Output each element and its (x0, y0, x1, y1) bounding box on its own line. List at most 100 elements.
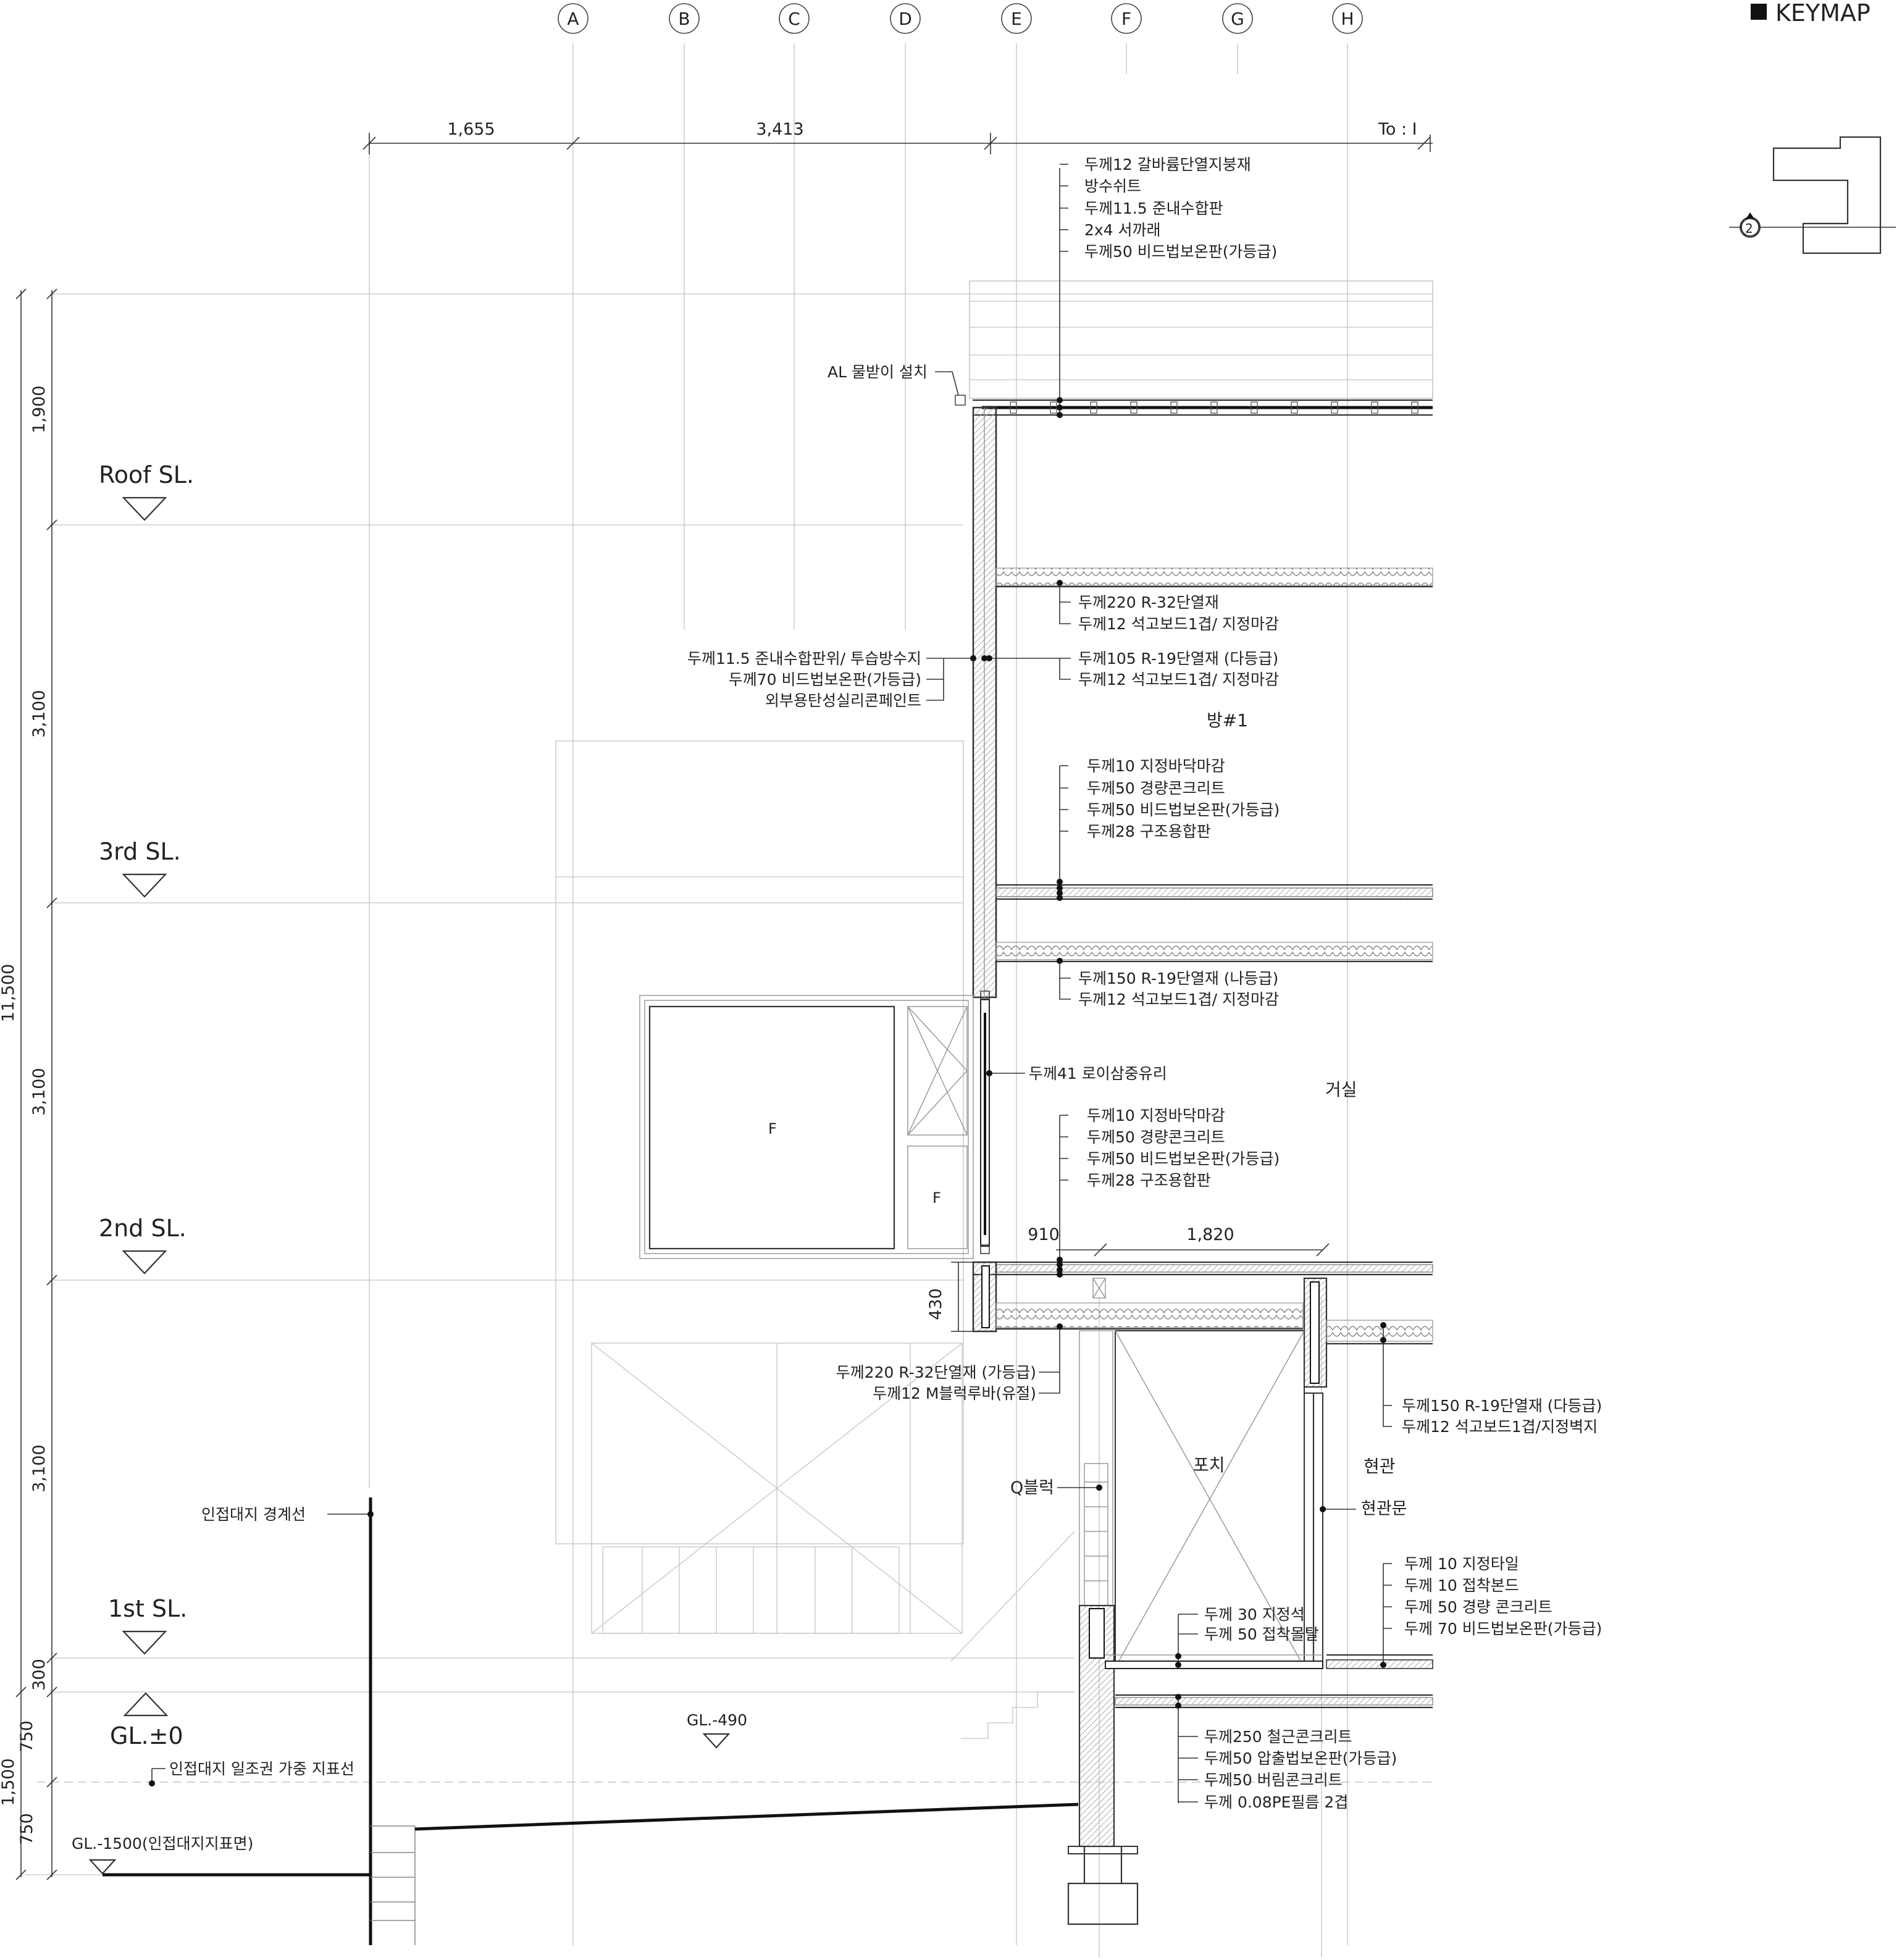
roof-ceiling-note-2: 두께12 석고보드1겹/ 지정마감 (1078, 615, 1279, 633)
roof-ceiling-note-1: 두께220 R-32단열재 (1078, 593, 1219, 611)
room-labels: 방#1 거실 포치 현관 현관문 Q블럭 (1010, 710, 1407, 1518)
third-floor-assembly (995, 884, 1433, 963)
grid-bubble-b: B (669, 3, 700, 34)
grid-bubble-a: A (558, 3, 589, 34)
grid-bubble-h: H (1332, 3, 1363, 34)
grid-bubble-f: F (1111, 3, 1142, 34)
floor2-note-2: 두께50 경량콘크리트 (1087, 1128, 1225, 1146)
wall-ext-note-3: 외부용탄성실리콘페인트 (765, 692, 921, 710)
grid-label-e: E (1011, 9, 1022, 29)
wall-ext-note-2: 두께70 비드법보온판(가등급) (729, 671, 921, 689)
left-dimensions: 1,900 3,100 3,100 3,100 300 750 750 1,50… (0, 288, 57, 1880)
grid-label-h: H (1341, 9, 1354, 29)
slab-note-1: 두께250 철근콘크리트 (1204, 1728, 1352, 1746)
dim-750-upper: 750 (17, 1720, 36, 1753)
level-2nd-label: 2nd SL. (99, 1215, 186, 1242)
entrance-door-label: 현관문 (1361, 1499, 1407, 1518)
rafter-block (1090, 401, 1097, 414)
level-3rd-marker-icon (122, 873, 167, 898)
rafter-block (1170, 401, 1178, 414)
porch-floor-note-1: 두께 30 지정석 (1204, 1606, 1305, 1623)
grid-label-f: F (1121, 9, 1131, 29)
wall-int-note-2: 두께12 석고보드1겹/ 지정마감 (1078, 671, 1279, 689)
dim-300: 300 (30, 1659, 49, 1691)
roof-note-4: 2x4 서까래 (1084, 221, 1161, 239)
dim-750-lower: 750 (17, 1813, 36, 1845)
keymap-square-icon (1751, 4, 1767, 20)
level-gl1500-marker-icon (88, 1859, 117, 1875)
porch-notes: 두께220 R-32단열재 (가등급) 두께12 M블럭루바(유절) 두께 30… (836, 1363, 1319, 1643)
floor2-note-3: 두께50 비드법보온판(가등급) (1087, 1150, 1280, 1168)
keymap-marker-label: 2 (1745, 221, 1753, 236)
entrance-floor-note-3: 두께 50 경량 콘크리트 (1404, 1598, 1552, 1616)
grid-label-g: G (1231, 9, 1244, 29)
wall-int-note-1: 두께105 R-19단열재 (다등급) (1078, 650, 1278, 668)
level-gl490-marker-icon (702, 1733, 731, 1749)
grid-bubble-c: C (779, 3, 810, 34)
room-1-label: 방#1 (1207, 710, 1248, 731)
level-gl0-label: GL.±0 (110, 1722, 183, 1749)
level-gl490-label: GL.-490 (687, 1711, 747, 1729)
porch-ceiling-note-1: 두께220 R-32단열재 (가등급) (836, 1363, 1036, 1381)
slab-notes: 두께250 철근콘크리트 두께50 압출법보온판(가등급) 두께50 버림콘크리… (1204, 1728, 1397, 1811)
ceiling2-notes: 두께150 R-19단열재 (나등급) 두께12 석고보드1겹/ 지정마감 두께… (1029, 970, 1279, 1083)
rafter-block (1291, 401, 1298, 414)
roof-note-5: 두께50 비드법보온판(가등급) (1084, 243, 1277, 261)
living-room-label: 거실 (1325, 1079, 1357, 1100)
dim-1820: 1,820 (1186, 1225, 1234, 1244)
ceiling2-note-1: 두께150 R-19단열재 (나등급) (1078, 970, 1278, 987)
roof-note-1: 두께12 갈바륨단열지붕재 (1084, 156, 1251, 174)
dim-to-label: To : I (1378, 120, 1417, 139)
grid-bubble-d: D (890, 3, 921, 34)
rafter-block (1251, 401, 1258, 414)
dim-1655: 1,655 (447, 120, 495, 139)
top-dimensions: 1,655 3,413 To : I (362, 120, 1433, 154)
entrance-floor-note-2: 두께 10 접착본드 (1404, 1577, 1519, 1594)
level-gl1500-label: GL.-1500(인접대지지표면) (72, 1835, 253, 1853)
grid-label-d: D (899, 9, 912, 29)
rafter-block (1411, 401, 1418, 414)
rafter-block (1331, 401, 1338, 414)
slab-note-2: 두께50 압출법보온판(가등급) (1204, 1749, 1397, 1767)
dim-1900: 1,900 (30, 385, 49, 433)
wall-ext-note-1: 두께11.5 준내수합판위/ 투습방수지 (687, 650, 921, 668)
dim-430: 430 (926, 1288, 945, 1320)
keymap: KEYMAP 2 (1729, 0, 1896, 254)
floor2-note-1: 두께10 지정바닥마감 (1087, 1107, 1225, 1124)
level-1st-marker-icon (122, 1630, 167, 1655)
roof-ceiling-insulation (995, 567, 1433, 588)
background-elevation (555, 740, 1075, 1739)
grid-bubble-g: G (1222, 3, 1253, 34)
entrance-ceiling-note-1: 두께150 R-19단열재 (다등급) (1402, 1397, 1602, 1415)
floor2-notes: 두께10 지정바닥마감 두께50 경량콘크리트 두께50 비드법보온판(가등급)… (1087, 1107, 1280, 1189)
level-2nd-marker-icon (122, 1250, 167, 1275)
window-fixed-label: F (768, 1120, 777, 1137)
rafter-block (1210, 401, 1218, 414)
ceiling2-note-2: 두께12 석고보드1겹/ 지정마감 (1078, 990, 1279, 1008)
slab-note-3: 두께50 버림콘크리트 (1204, 1771, 1343, 1789)
second-floor-assembly (972, 1261, 1433, 1388)
porch-label: 포치 (1193, 1455, 1225, 1475)
level-1st-label: 1st SL. (108, 1595, 187, 1622)
entrance-label: 현관 (1364, 1456, 1396, 1476)
rafter-block (1371, 401, 1378, 414)
porch-floor-note-2: 두께 50 접착몰탈 (1204, 1625, 1319, 1643)
floor3-note-3: 두께50 비드법보온판(가등급) (1087, 801, 1280, 819)
wall-notes: 두께11.5 준내수합판위/ 투습방수지 두께70 비드법보온판(가등급) 외부… (687, 650, 1279, 710)
level-roof-label: Roof SL. (99, 461, 194, 488)
porch-ceiling-note-2: 두께12 M블럭루바(유절) (873, 1384, 1036, 1402)
level-lines (25, 293, 1433, 1875)
adjacent-lot: 인접대지 경계선 인접대지 일조권 가중 지표선 (103, 1497, 1079, 1945)
floor3-note-1: 두께10 지정바닥마감 (1087, 757, 1225, 775)
grid-bubble-e: E (1001, 3, 1032, 34)
dim-910: 910 (1028, 1225, 1060, 1244)
glass-note: 두께41 로이삼중유리 (1029, 1065, 1167, 1083)
entrance-ceiling-note-2: 두께12 석고보드1겹/지정벽지 (1402, 1418, 1598, 1436)
grid-label-c: C (788, 9, 800, 29)
roof-note-2: 방수쉬트 (1084, 177, 1141, 195)
dim-3100-lower: 3,100 (30, 1444, 49, 1492)
gutter-icon (955, 395, 966, 406)
entrance-floor-note-4: 두께 70 비드법보온판(가등급) (1404, 1620, 1602, 1638)
roof-notes: 두께12 갈바륨단열지붕재 방수쉬트 두께11.5 준내수합판 2x4 서까래 … (827, 156, 1277, 381)
